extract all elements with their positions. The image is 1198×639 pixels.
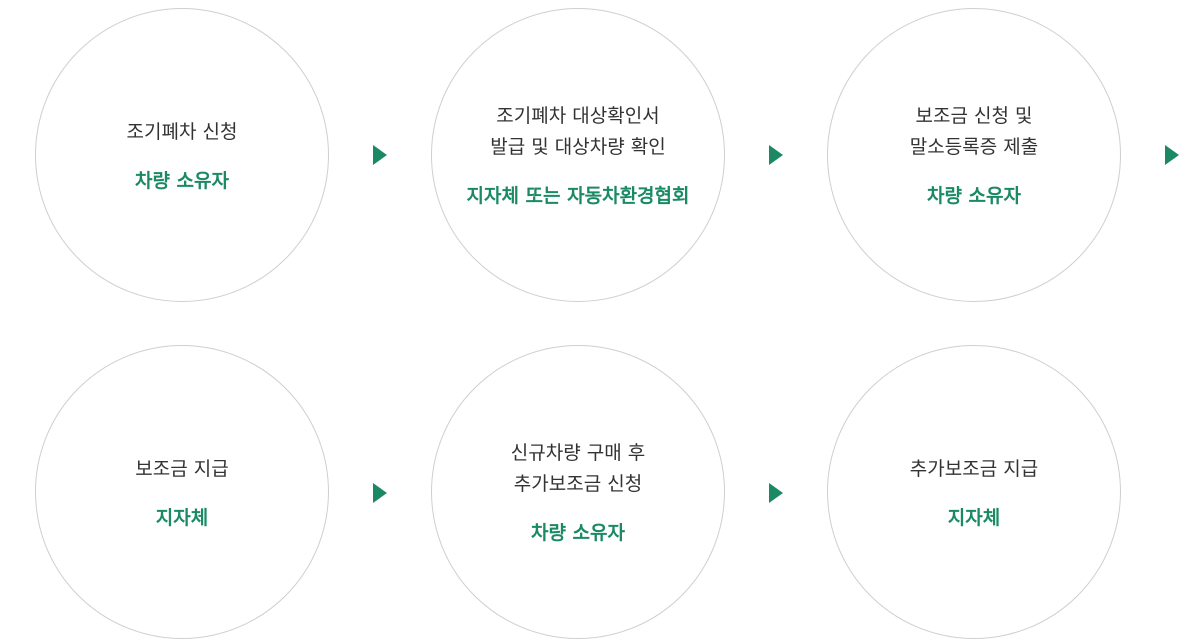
step-2-title: 조기폐차 대상확인서 발급 및 대상차량 확인 bbox=[490, 105, 666, 158]
step-6-title: 추가보조금 지급 bbox=[909, 457, 1039, 480]
step-6-actor: 지자체 bbox=[947, 506, 1001, 529]
step-3-actor: 차량 소유자 bbox=[926, 185, 1021, 207]
triangle-right-icon bbox=[1165, 145, 1179, 165]
step-4-title: 보조금 지급 bbox=[135, 457, 229, 480]
step-5-actor: 차량 소유자 bbox=[530, 522, 625, 544]
step-4-actor: 지자체 bbox=[155, 506, 209, 529]
step-2-actor: 지자체 또는 자동차환경협회 bbox=[466, 185, 690, 207]
step-1-title: 조기폐차 신청 bbox=[126, 120, 238, 143]
triangle-right-icon bbox=[373, 145, 387, 165]
triangle-right-icon bbox=[769, 483, 783, 503]
step-3-circle: 보조금 신청 및 말소등록증 제출 차량 소유자 bbox=[827, 8, 1121, 302]
triangle-right-icon bbox=[769, 145, 783, 165]
step-2-circle: 조기폐차 대상확인서 발급 및 대상차량 확인 지자체 또는 자동차환경협회 bbox=[431, 8, 725, 302]
step-5-circle: 신규차량 구매 후 추가보조금 신청 차량 소유자 bbox=[431, 345, 725, 639]
triangle-right-icon bbox=[373, 483, 387, 503]
step-5-title: 신규차량 구매 후 추가보조금 신청 bbox=[510, 442, 646, 495]
step-1-actor: 차량 소유자 bbox=[134, 169, 229, 192]
step-1-circle: 조기폐차 신청 차량 소유자 bbox=[35, 8, 329, 302]
step-3-title: 보조금 신청 및 말소등록증 제출 bbox=[909, 105, 1039, 158]
step-6-circle: 추가보조금 지급 지자체 bbox=[827, 345, 1121, 639]
step-4-circle: 보조금 지급 지자체 bbox=[35, 345, 329, 639]
